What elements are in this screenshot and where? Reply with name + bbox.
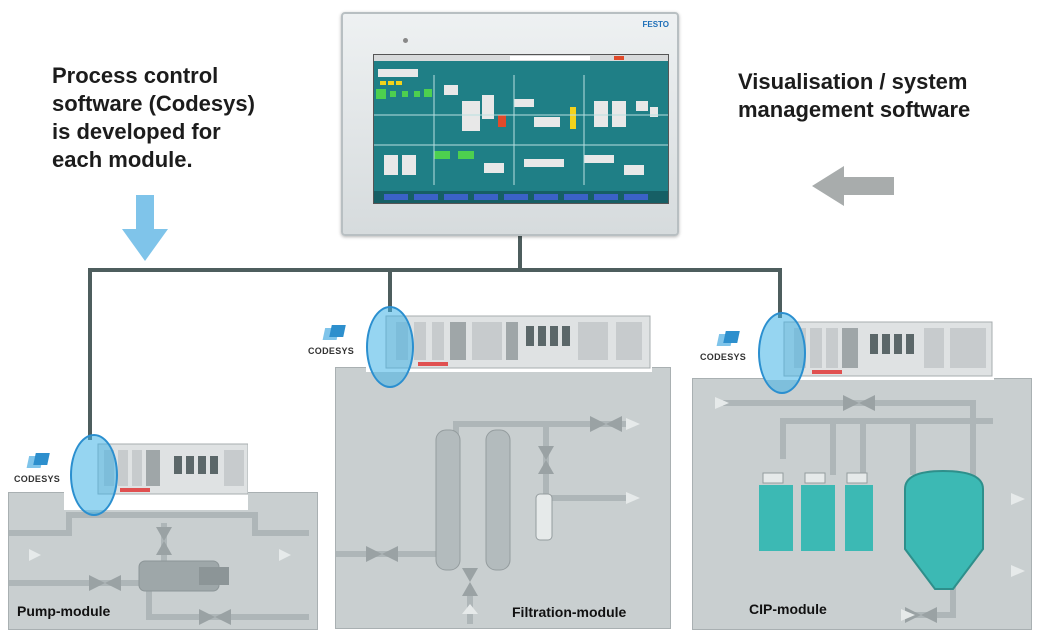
pump-module-codesys-text: CODESYS	[14, 474, 61, 484]
pump-module-panel: Pump-module	[8, 492, 318, 630]
cip-module-panel: CIP-module	[692, 378, 1032, 630]
filtration-module-label: Filtration-module	[512, 604, 627, 620]
cip-module-codesys-text: CODESYS	[700, 352, 747, 362]
hmi-panel: FESTO	[341, 12, 679, 236]
filtration-module-process-diagram	[336, 416, 640, 624]
down-arrow-icon	[122, 195, 168, 261]
filtration-module-panel: Filtration-module	[335, 367, 671, 629]
pump-module-codesys-logo-icon	[26, 453, 50, 468]
pump-module-label: Pump-module	[17, 603, 111, 619]
cip-module-highlight	[758, 312, 806, 394]
scada-graphics	[374, 55, 668, 203]
cip-module-process-diagram	[715, 395, 1025, 623]
filtration-module-highlight	[366, 306, 414, 388]
panel-indicator-led	[403, 38, 408, 43]
pump-module-highlight	[70, 434, 118, 516]
panel-screen[interactable]	[373, 54, 669, 204]
pump-module-process-diagram	[9, 512, 309, 625]
filtration-module-codesys-logo-icon	[322, 325, 346, 340]
cip-module-label: CIP-module	[749, 601, 827, 617]
filtration-module-plc-rack	[366, 312, 652, 372]
filtration-module-codesys-text: CODESYS	[308, 346, 355, 356]
left-arrow-icon	[812, 166, 894, 206]
panel-brand-logo: FESTO	[642, 20, 669, 29]
left-caption: Process control software (Codesys) is de…	[52, 63, 255, 172]
right-caption: Visualisation / system management softwa…	[738, 69, 971, 122]
cip-module-codesys-logo-icon	[716, 331, 740, 346]
